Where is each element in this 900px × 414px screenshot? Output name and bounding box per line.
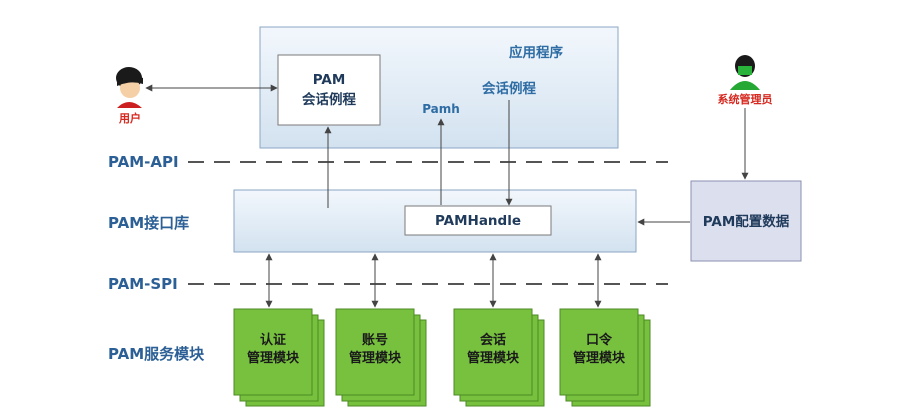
pam-session-box — [277, 54, 381, 126]
account-module: 账号 管理模块 — [335, 308, 427, 407]
password-module-line1: 口令 — [586, 332, 613, 348]
pam-config-label: PAM配置数据 — [703, 213, 790, 230]
auth-module-line2: 管理模块 — [247, 350, 300, 366]
pam-config-box — [690, 180, 802, 262]
session-routine-label: 会话例程 — [482, 80, 536, 97]
session-module: 会话 管理模块 — [453, 308, 545, 407]
pamhandle-box — [404, 205, 552, 236]
modules-layer-label: PAM服务模块 — [108, 345, 205, 363]
user-icon — [116, 67, 143, 108]
password-module-line2: 管理模块 — [573, 350, 626, 366]
user-label: 用户 — [119, 111, 141, 125]
account-module-line1: 账号 — [362, 333, 388, 348]
pam-session-line1: PAM — [313, 72, 346, 88]
application-title: 应用程序 — [509, 44, 563, 61]
pamh-label: Pamh — [422, 102, 460, 116]
spi-layer-label: PAM-SPI — [108, 275, 178, 293]
lib-layer-label: PAM接口库 — [108, 214, 189, 232]
session-module-line1: 会话 — [480, 332, 506, 348]
account-module-line2: 管理模块 — [349, 350, 402, 366]
session-module-line2: 管理模块 — [467, 350, 520, 366]
auth-module: 认证 管理模块 — [233, 308, 325, 407]
auth-module-line1: 认证 — [260, 332, 286, 348]
api-layer-label: PAM-API — [108, 153, 179, 171]
password-module: 口令 管理模块 — [559, 308, 651, 407]
pamhandle-label: PAMHandle — [435, 213, 521, 229]
admin-icon — [730, 55, 760, 90]
admin-label: 系统管理员 — [718, 92, 773, 106]
pam-session-line2: 会话例程 — [302, 91, 356, 108]
